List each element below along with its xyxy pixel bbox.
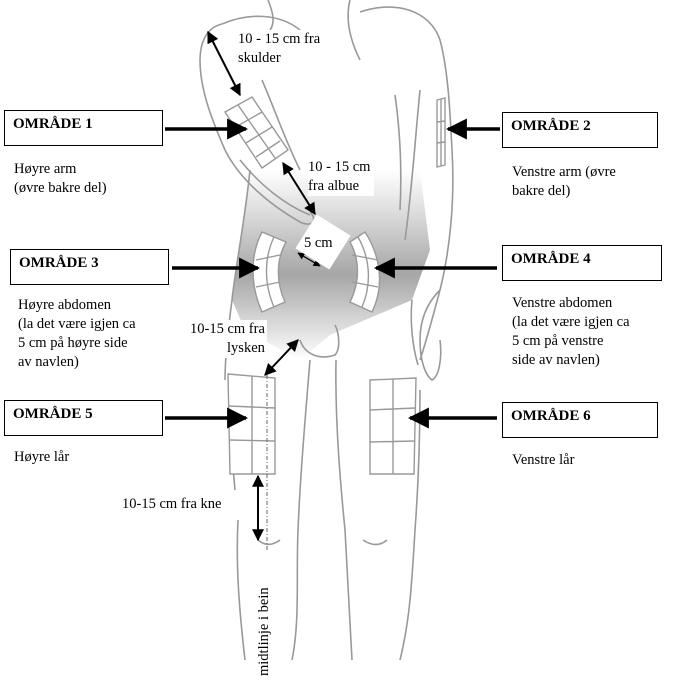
navel-distance-label: 5 cm xyxy=(304,235,333,251)
desc-line: 5 cm på venstre xyxy=(512,333,604,349)
zone-5-description: Høyre lår xyxy=(14,448,69,467)
desc-line: av navlen) xyxy=(18,354,79,370)
label-line: skulder xyxy=(238,50,281,66)
grid-zone-3 xyxy=(252,231,287,313)
desc-line: Venstre lår xyxy=(512,452,575,468)
zone-3-box: OMRÅDE 3 xyxy=(10,249,169,285)
navel-distance-arrow xyxy=(297,252,321,267)
desc-line: (la det være igjen ca xyxy=(18,316,136,332)
zone-6-box: OMRÅDE 6 xyxy=(502,402,658,438)
label-line: 10-15 cm fra xyxy=(190,321,265,337)
desc-line: Høyre lår xyxy=(14,449,70,465)
desc-line: (øvre bakre del) xyxy=(14,180,107,196)
zone-4-description: Venstre abdomen (la det være igjen ca 5 … xyxy=(512,294,630,370)
label-line: 10 - 15 cm fra xyxy=(238,31,321,47)
desc-line: Venstre abdomen xyxy=(512,295,613,311)
desc-line: Venstre arm (øvre xyxy=(512,164,616,180)
zone-2-box: OMRÅDE 2 xyxy=(502,112,658,148)
zone-6-description: Venstre lår xyxy=(512,451,574,470)
groin-distance-label: 10-15 cm fra lysken xyxy=(190,320,267,358)
grid-zone-4 xyxy=(349,231,381,313)
desc-line: side av navlen) xyxy=(512,352,600,368)
elbow-distance-label: 10 - 15 cm fra albue xyxy=(308,158,375,196)
desc-line: (la det være igjen ca xyxy=(512,314,630,330)
label-line: fra albue xyxy=(308,178,360,194)
grid-zone-1 xyxy=(223,96,289,169)
grid-zone-5 xyxy=(227,373,276,475)
zone-1-box: OMRÅDE 1 xyxy=(4,110,163,146)
shoulder-distance-arrow xyxy=(207,30,241,97)
leg-midline-label: midtlinje i bein xyxy=(256,587,272,676)
desc-line: bakre del) xyxy=(512,183,571,199)
grid-zone-6 xyxy=(369,377,417,475)
measurement-arrows xyxy=(207,30,321,542)
zone-3-description: Høyre abdomen (la det være igjen ca 5 cm… xyxy=(18,296,136,372)
zone-2-description: Venstre arm (øvre bakre del) xyxy=(512,163,616,201)
desc-line: 5 cm på høyre side xyxy=(18,335,128,351)
knee-distance-label: 10-15 cm fra kne xyxy=(122,495,222,514)
desc-line: Høyre arm xyxy=(14,161,77,177)
desc-line: Høyre abdomen xyxy=(18,297,112,313)
label-line: 10 - 15 cm xyxy=(308,159,371,175)
zone-arrows xyxy=(165,118,500,429)
zone-5-box: OMRÅDE 5 xyxy=(4,400,163,436)
zone-1-description: Høyre arm (øvre bakre del) xyxy=(14,160,107,198)
label-line: lysken xyxy=(227,340,265,356)
elbow-distance-arrow xyxy=(282,161,316,216)
zone-4-box: OMRÅDE 4 xyxy=(502,245,662,281)
shoulder-distance-label: 10 - 15 cm fra skulder xyxy=(238,30,325,68)
groin-distance-arrow xyxy=(264,339,299,376)
grid-zone-2 xyxy=(436,97,446,168)
